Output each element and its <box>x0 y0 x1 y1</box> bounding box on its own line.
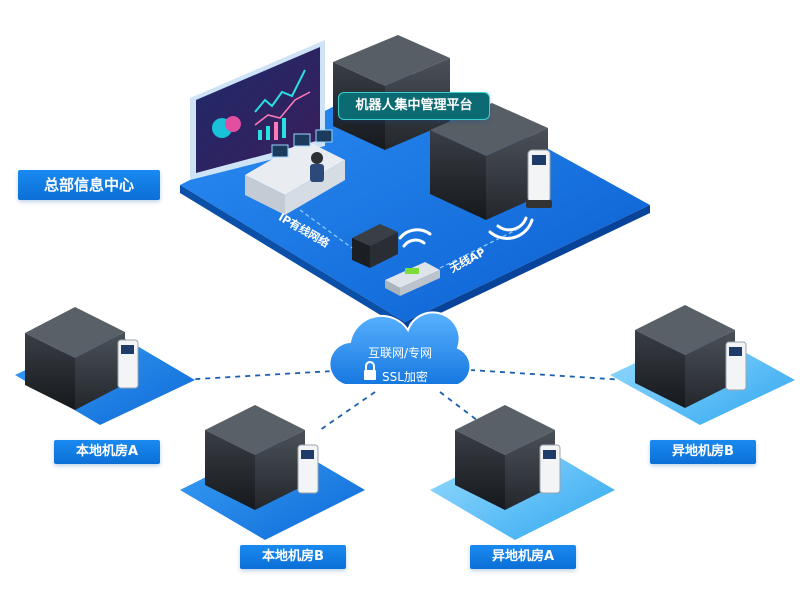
lock-icon <box>364 361 376 380</box>
site-remote-b <box>610 305 795 425</box>
hq-title-label: 总部信息中心 <box>18 170 160 200</box>
site-label-local-b: 本地机房B <box>240 545 346 569</box>
wifi-icon <box>398 216 534 248</box>
platform-label: 机器人集中管理平台 <box>338 92 490 120</box>
hq-dashed-links <box>299 209 521 269</box>
dashboard-screen <box>190 40 325 180</box>
site-label-remote-a: 异地机房A <box>470 545 576 569</box>
cloud-network-label: 互联网/专网 <box>368 346 433 360</box>
site-remote-a <box>430 405 615 540</box>
wireless-router <box>385 262 440 296</box>
site-local-a <box>15 307 195 425</box>
hq-inspection-robot <box>526 149 552 208</box>
network-cloud <box>328 311 472 386</box>
site-local-b <box>180 405 365 540</box>
network-switch <box>352 224 398 268</box>
cloud-ssl-label: SSL加密 <box>382 370 428 384</box>
operator-desk <box>245 129 345 215</box>
site-label-remote-b: 异地机房B <box>650 440 756 464</box>
site-label-local-a: 本地机房A <box>54 440 160 464</box>
